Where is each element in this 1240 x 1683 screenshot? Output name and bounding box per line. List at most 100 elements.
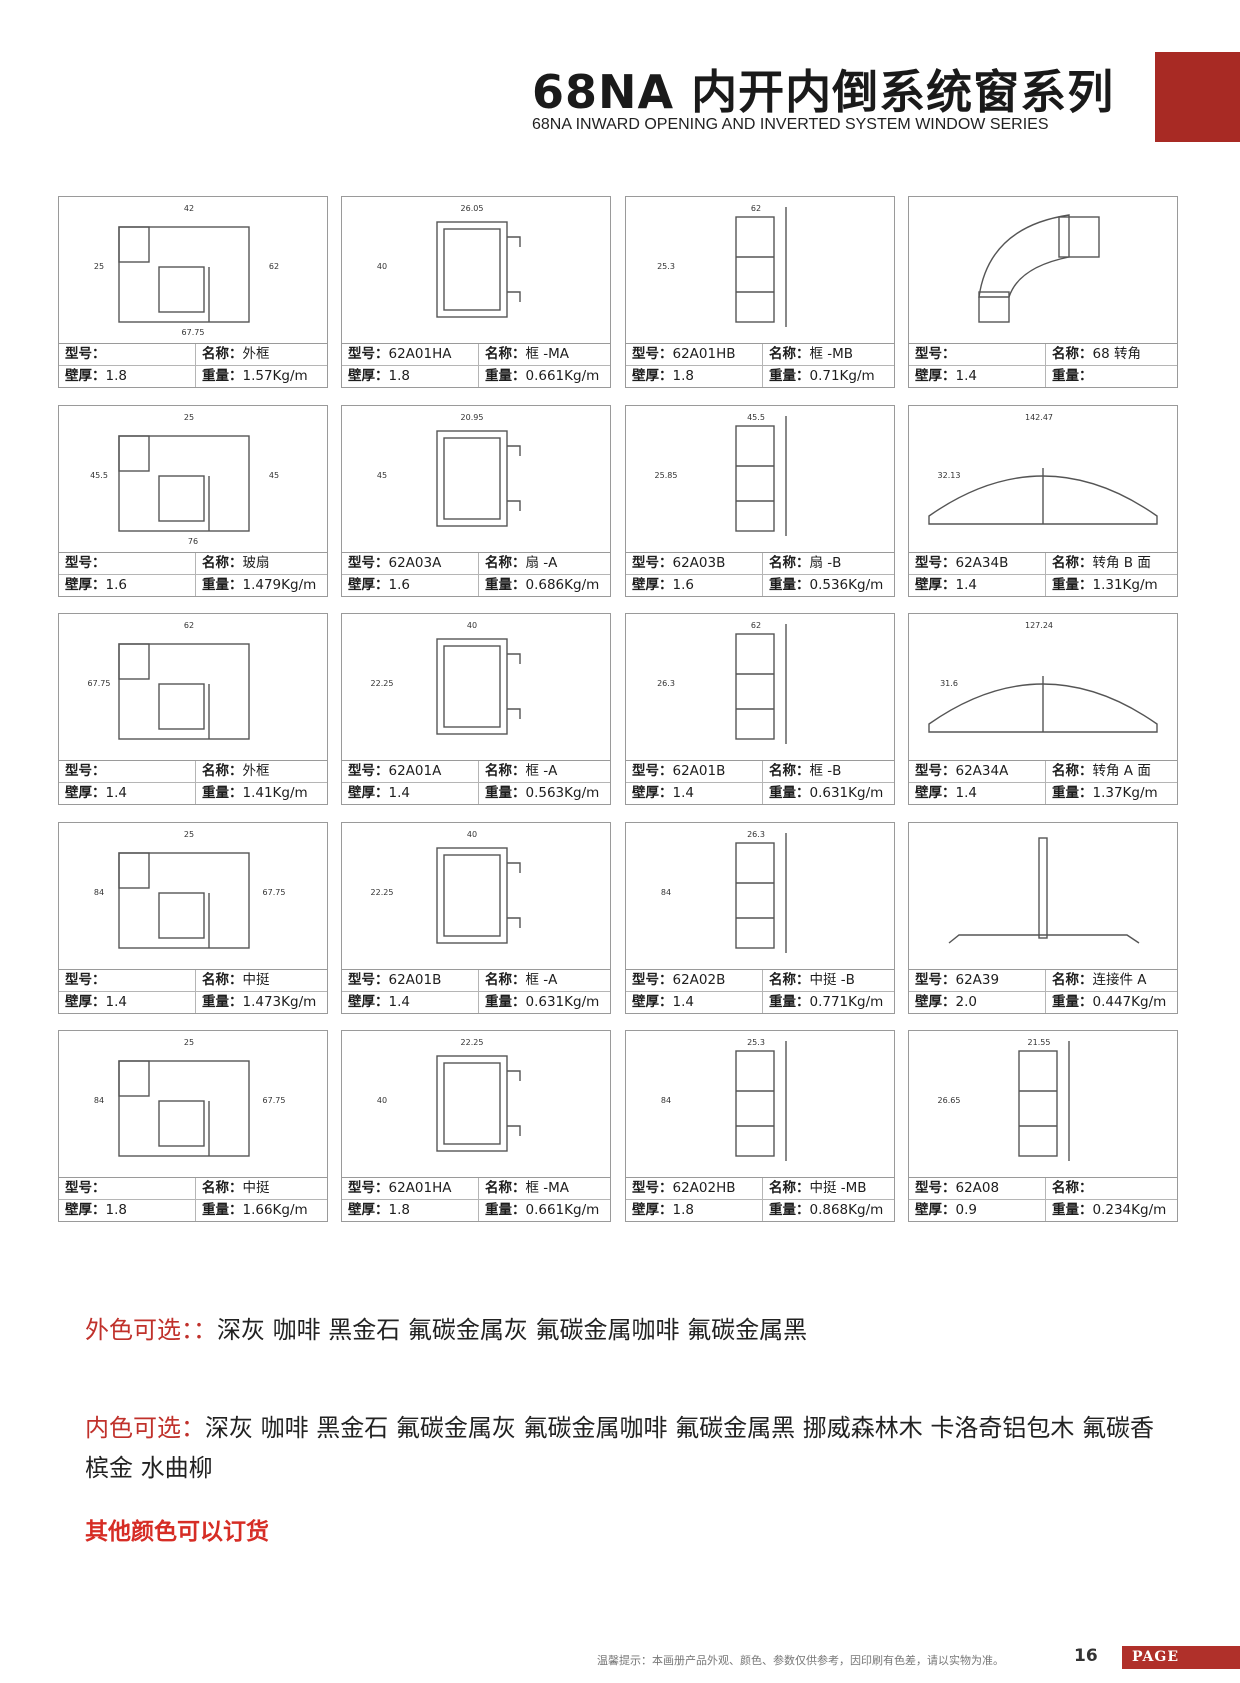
footer-note: 温馨提示：本画册产品外观、颜色、参数仅供参考，因印刷有色差，请以实物为准。 <box>597 1654 1004 1667</box>
dimension-label: 45.5 <box>90 471 108 480</box>
model-label: 型号： <box>65 1180 106 1196</box>
thickness-label: 壁厚： <box>348 368 389 384</box>
model-value: 62A01HA <box>388 1180 452 1196</box>
thickness-value: 1.4 <box>672 994 694 1010</box>
dimension-label: 62 <box>751 621 761 630</box>
name-value: 转角 B 面 <box>1092 555 1151 571</box>
name-cell: 名称：中挺 <box>195 970 327 991</box>
weight-cell: 重量：0.563Kg/m <box>478 783 610 804</box>
name-cell: 名称：扇 -A <box>478 553 610 574</box>
weight-value: 0.631Kg/m <box>809 785 884 801</box>
thickness-label: 壁厚： <box>632 577 673 593</box>
name-cell: 名称：中挺 -B <box>762 970 894 991</box>
dimension-label: 45 <box>377 471 387 480</box>
thickness-cell: 壁厚：2.0 <box>915 992 1039 1013</box>
name-cell: 名称：中挺 <box>195 1178 327 1199</box>
dimension-label: 76 <box>188 537 198 546</box>
dimension-label: 62 <box>269 262 279 271</box>
weight-label: 重量： <box>769 994 810 1010</box>
profile-drawing <box>908 196 1178 344</box>
dimension-label: 84 <box>661 1096 671 1105</box>
weight-label: 重量： <box>202 994 243 1010</box>
thickness-cell: 壁厚：1.4 <box>348 992 472 1013</box>
exterior-colors-label: 外色可选：： <box>85 1316 217 1344</box>
weight-label: 重量： <box>769 785 810 801</box>
name-label: 名称： <box>1052 1180 1093 1196</box>
thickness-value: 1.6 <box>388 577 410 593</box>
thickness-value: 1.8 <box>105 1202 127 1218</box>
thickness-value: 1.8 <box>672 1202 694 1218</box>
weight-label: 重量： <box>1052 785 1093 801</box>
name-label: 名称： <box>202 1180 243 1196</box>
weight-cell: 重量：1.57Kg/m <box>195 366 327 387</box>
thickness-cell: 壁厚：1.8 <box>65 366 189 387</box>
thickness-cell: 壁厚：1.8 <box>65 1200 189 1221</box>
name-label: 名称： <box>1052 763 1093 779</box>
weight-cell: 重量：0.631Kg/m <box>478 992 610 1013</box>
model-value: 62A02HB <box>672 1180 736 1196</box>
spec-row-model: 型号：名称：68 转角 <box>909 344 1177 366</box>
dimension-label: 26.3 <box>747 830 765 839</box>
weight-label: 重量： <box>769 368 810 384</box>
model-label: 型号： <box>348 1180 389 1196</box>
thickness-label: 壁厚： <box>632 994 673 1010</box>
name-value: 转角 A 面 <box>1092 763 1151 779</box>
model-label: 型号： <box>915 1180 956 1196</box>
weight-value: 0.234Kg/m <box>1092 1202 1167 1218</box>
header-accent-block <box>1155 52 1240 142</box>
dimension-label: 25.85 <box>655 471 678 480</box>
weight-value: 0.661Kg/m <box>525 368 600 384</box>
dimension-label: 67.75 <box>182 328 205 337</box>
dimension-label: 127.24 <box>1025 621 1053 630</box>
profile-drawing <box>908 822 1178 970</box>
dimension-label: 26.05 <box>461 204 484 213</box>
dimension-label: 84 <box>661 888 671 897</box>
thickness-value: 1.8 <box>388 1202 410 1218</box>
weight-value: 0.631Kg/m <box>525 994 600 1010</box>
thickness-cell: 壁厚：1.4 <box>915 366 1039 387</box>
name-value: 外框 <box>242 763 270 779</box>
model-value: 62A01HB <box>672 346 736 362</box>
thickness-label: 壁厚： <box>632 368 673 384</box>
name-value: 框 -A <box>525 763 558 779</box>
weight-cell: 重量：0.686Kg/m <box>478 575 610 596</box>
name-cell: 名称：外框 <box>195 344 327 365</box>
thickness-cell: 壁厚：1.4 <box>632 783 756 804</box>
name-cell: 名称：转角 A 面 <box>1045 761 1177 782</box>
weight-label: 重量： <box>485 994 526 1010</box>
page-tag: PAGE <box>1122 1646 1240 1669</box>
